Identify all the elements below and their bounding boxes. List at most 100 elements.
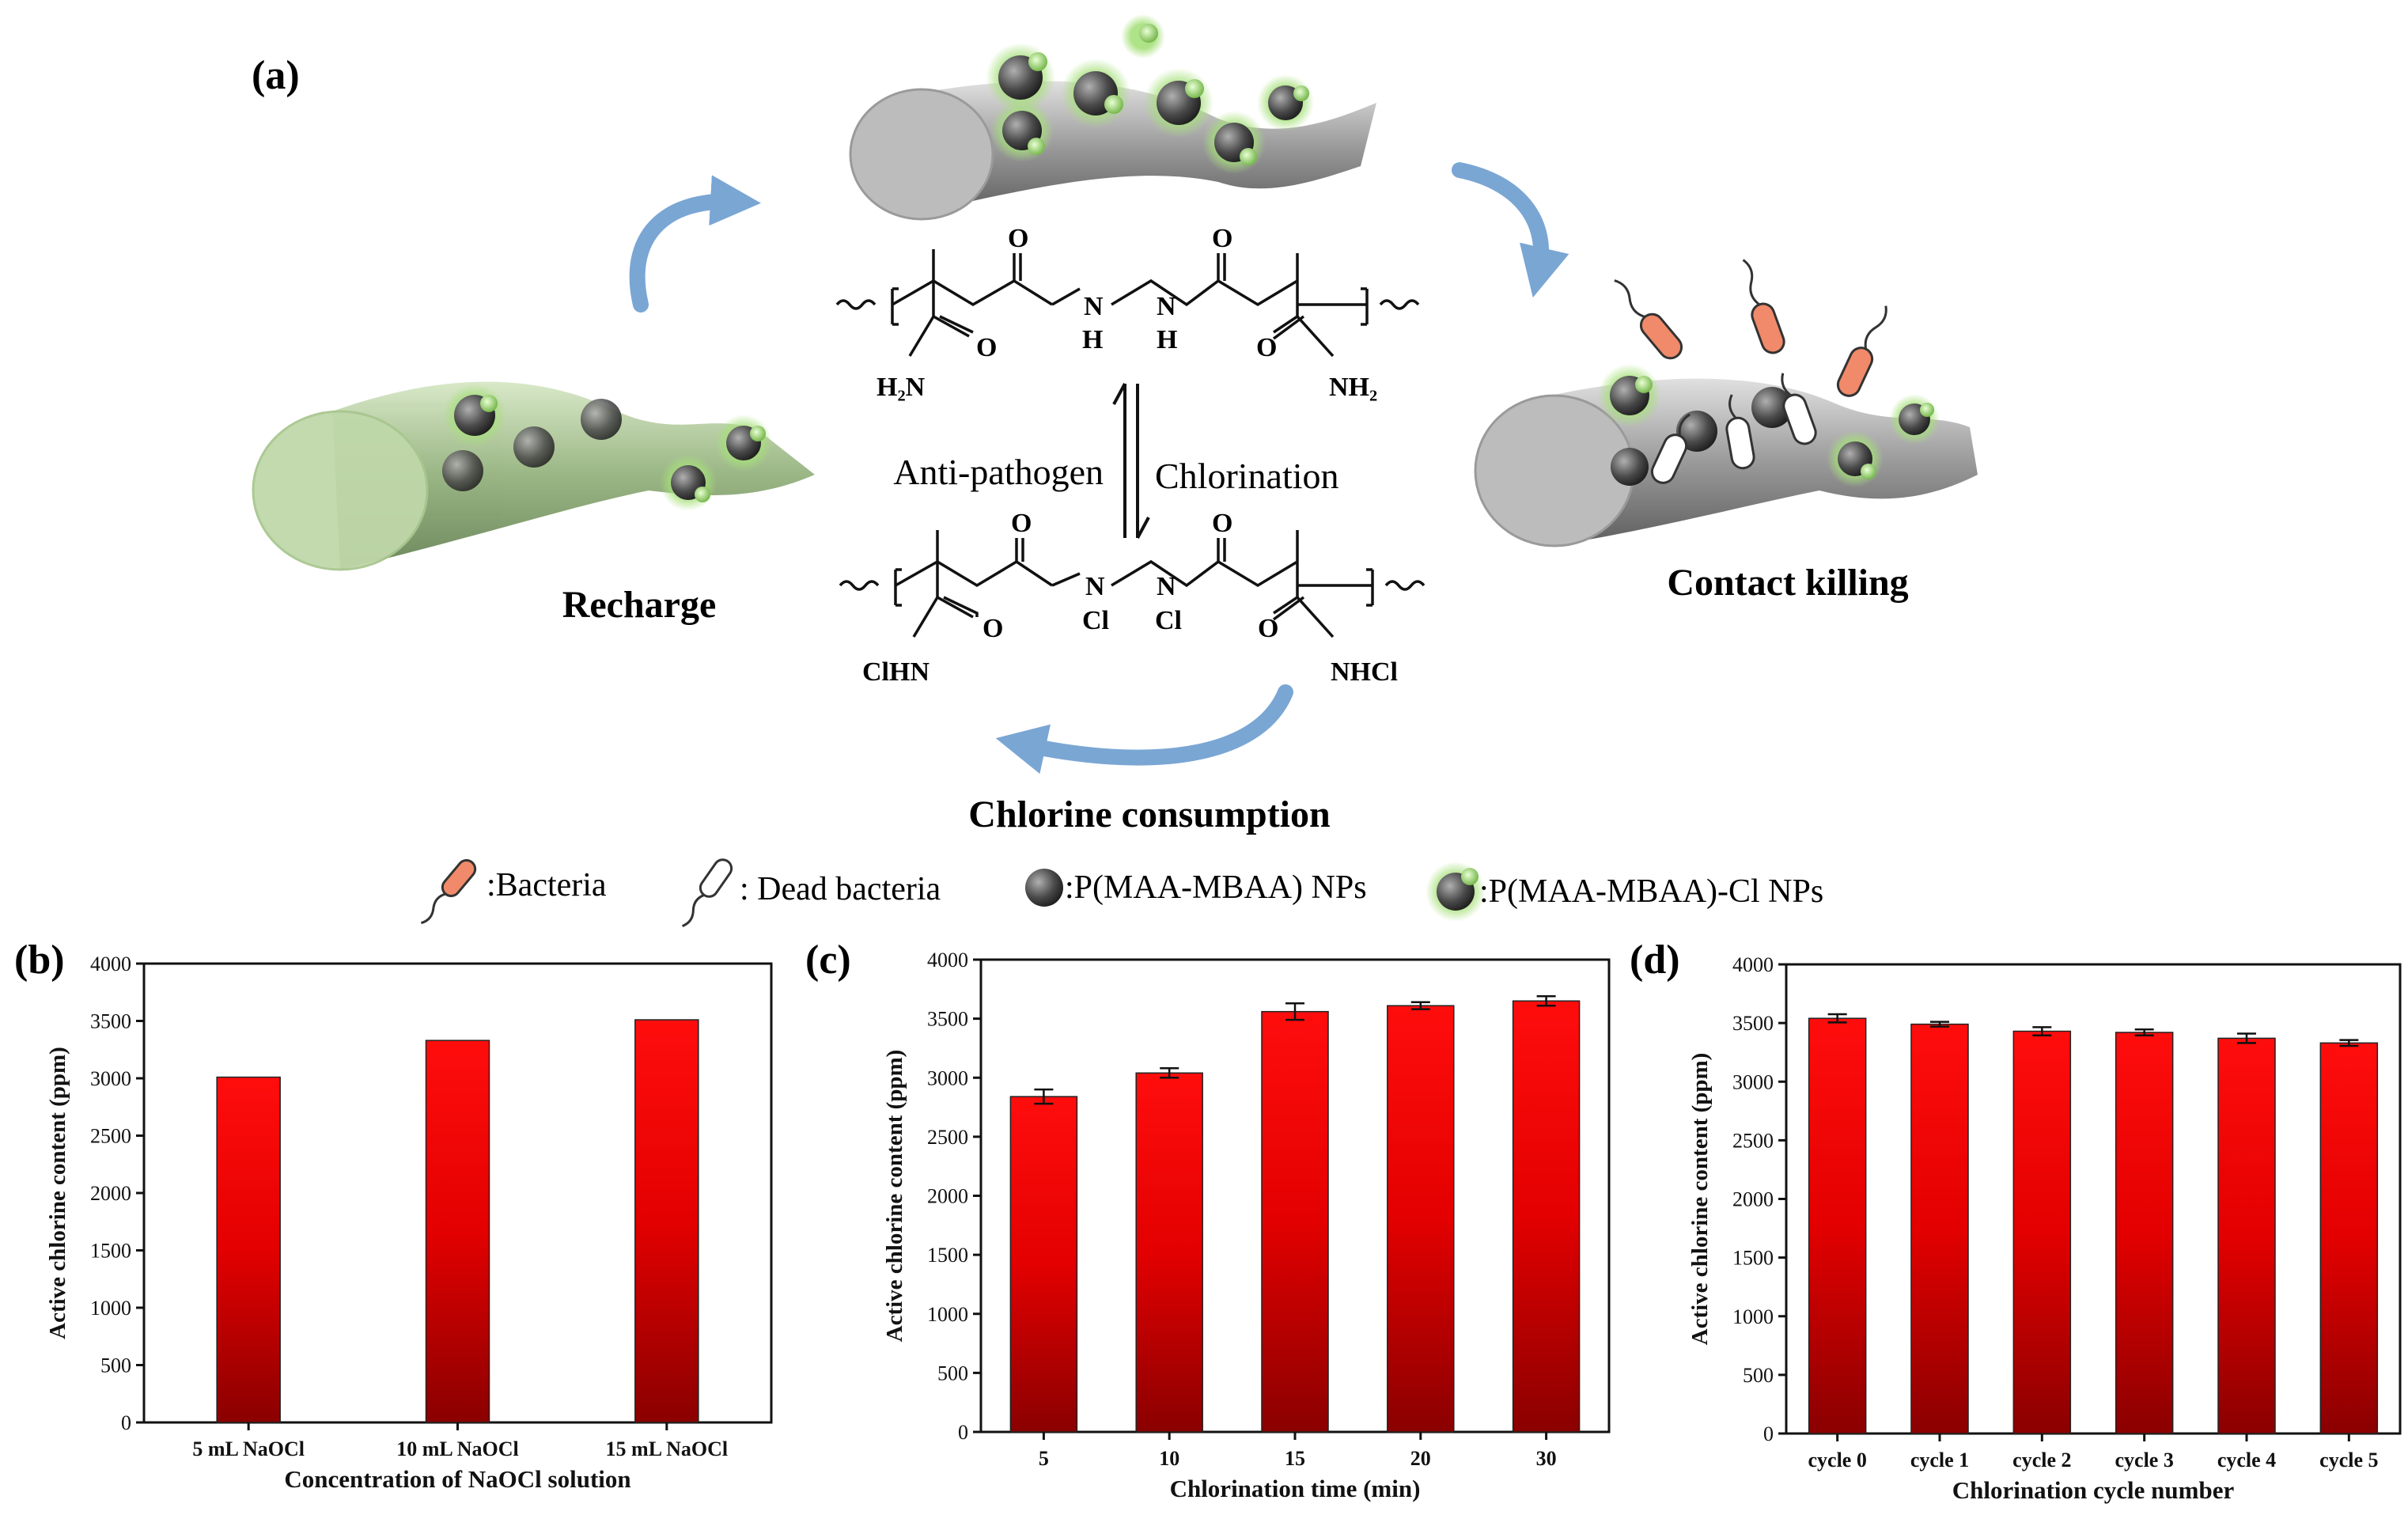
cl-np-icon — [660, 454, 717, 511]
x-tick-label: 10 mL NaOCl — [396, 1437, 519, 1460]
plot-frame — [1785, 963, 2402, 1435]
x-tick-label: cycle 3 — [2115, 1449, 2173, 1471]
chem-n-label: N — [1085, 572, 1105, 601]
panel-label-a: (a) — [252, 53, 300, 98]
chem-n-label: N — [1084, 292, 1104, 321]
cl-np-icon — [1889, 394, 1940, 445]
label-chlorination: Chlorination — [1155, 456, 1339, 496]
panel-label-c: (c) — [805, 937, 851, 983]
chem-n-label: N — [1157, 292, 1176, 321]
chem-o-label: O — [1256, 333, 1277, 362]
y-tick-label: 500 — [1743, 1364, 1774, 1387]
chem-n-label: N — [1157, 572, 1176, 601]
legend-np-icon — [1025, 869, 1063, 907]
bacteria-group — [1614, 259, 1887, 484]
np-icon — [1751, 387, 1793, 428]
bar — [2319, 1042, 2379, 1434]
np-icon — [1611, 448, 1649, 486]
chem-end-left: H₂N — [876, 373, 926, 402]
y-tick-label: 3500 — [1732, 1012, 1774, 1035]
bar — [1387, 1005, 1455, 1433]
y-tick-label: 2000 — [927, 1185, 968, 1208]
y-tick-label: 4000 — [927, 949, 968, 971]
cl-np-icon — [1061, 59, 1130, 128]
bacteria-icon — [1614, 279, 1683, 360]
y-tick-label: 2500 — [90, 1125, 131, 1148]
legend-cl-np-label: :P(MAA-MBAA)-Cl NPs — [1479, 873, 1823, 910]
y-tick-label: 1500 — [1732, 1247, 1774, 1270]
y-tick-label: 500 — [100, 1354, 131, 1377]
scheme-legend: :Bacteria : Dead bacteria :P(MAA-MBAA) N… — [420, 858, 1823, 928]
chem-labels-bottom: O O O O N N Cl Cl ClHN NHCl — [862, 509, 1398, 687]
cl-np-icon — [986, 43, 1055, 112]
np-icon — [442, 450, 483, 491]
dead-bacteria-icon — [1725, 394, 1755, 470]
bar — [216, 1076, 281, 1423]
y-tick-label: 4000 — [1732, 953, 1774, 976]
bar — [2217, 1037, 2276, 1434]
x-tick-label: cycle 5 — [2319, 1449, 2378, 1471]
y-axis-title: Active chlorine content (ppm) — [882, 1050, 907, 1343]
y-tick-label: 1000 — [90, 1297, 131, 1320]
chem-o-label: O — [983, 614, 1003, 643]
x-axis-title: Chlorination time (min) — [1170, 1475, 1421, 1502]
legend-bacteria-icon — [420, 859, 477, 925]
bar — [1512, 1000, 1581, 1433]
label-recharge: Recharge — [562, 584, 717, 626]
y-tick-label: 0 — [958, 1421, 968, 1444]
x-tick-label: 5 — [1039, 1447, 1049, 1470]
bar — [2115, 1032, 2174, 1434]
x-axis-title: Chlorination cycle number — [1952, 1476, 2235, 1504]
cl-np-icon — [1257, 74, 1314, 131]
np-icon — [581, 399, 622, 440]
x-axis-title: Concentration of NaOCl solution — [284, 1465, 630, 1493]
y-tick-label: 0 — [1763, 1422, 1774, 1445]
y-tick-label: 500 — [937, 1362, 968, 1384]
bar — [1808, 1017, 1867, 1434]
y-tick-label: 1000 — [1732, 1305, 1774, 1328]
y-tick-label: 2500 — [927, 1126, 968, 1149]
y-tick-label: 0 — [121, 1411, 131, 1434]
x-tick-label: 30 — [1536, 1447, 1557, 1470]
legend-bacteria-label: :Bacteria — [487, 867, 607, 903]
y-tick-label: 2000 — [1732, 1188, 1774, 1211]
y-tick-label: 1500 — [90, 1240, 131, 1263]
chem-end-right: NH₂ — [1329, 373, 1377, 402]
y-axis-title: Active chlorine content (ppm) — [1687, 1053, 1713, 1346]
bacteria-icon — [1742, 259, 1785, 354]
y-tick-label: 1000 — [927, 1303, 968, 1326]
cl-np-icon — [1827, 430, 1884, 487]
x-tick-label: cycle 4 — [2217, 1449, 2276, 1471]
y-tick-label: 4000 — [90, 953, 131, 975]
y-tick-label: 3000 — [1732, 1070, 1774, 1093]
y-tick-label: 1500 — [927, 1244, 968, 1267]
bar — [1910, 1023, 1969, 1434]
cl-np-icon — [1121, 14, 1165, 59]
arrow-killing-icon — [1452, 162, 1569, 298]
y-tick-label: 3000 — [90, 1067, 131, 1090]
chem-cl-label: Cl — [1155, 606, 1182, 635]
label-chlorine-consumption: Chlorine consumption — [968, 793, 1330, 835]
bar — [2012, 1030, 2072, 1434]
chem-o-label: O — [1011, 509, 1032, 538]
legend-dead-bacteria-label: : Dead bacteria — [740, 871, 941, 907]
panel-label-b: (b) — [14, 937, 65, 983]
chem-o-label: O — [1212, 224, 1232, 253]
chem-h-label: H — [1157, 325, 1177, 354]
legend-dead-bacteria-icon — [681, 858, 733, 928]
scheme-panel: (a) — [252, 14, 1978, 928]
equilibrium-arrows-icon — [1112, 383, 1150, 539]
chem-o-label: O — [1258, 614, 1278, 643]
np-icon — [513, 426, 555, 468]
cl-np-icon — [990, 99, 1054, 162]
x-tick-label: cycle 0 — [1808, 1449, 1866, 1471]
chem-structure-bottom — [839, 530, 1425, 638]
y-tick-label: 2000 — [90, 1182, 131, 1205]
bar — [634, 1019, 699, 1423]
chem-h-label: H — [1082, 325, 1103, 354]
y-tick-label: 3500 — [927, 1008, 968, 1031]
bacteria-icon — [1836, 305, 1887, 397]
